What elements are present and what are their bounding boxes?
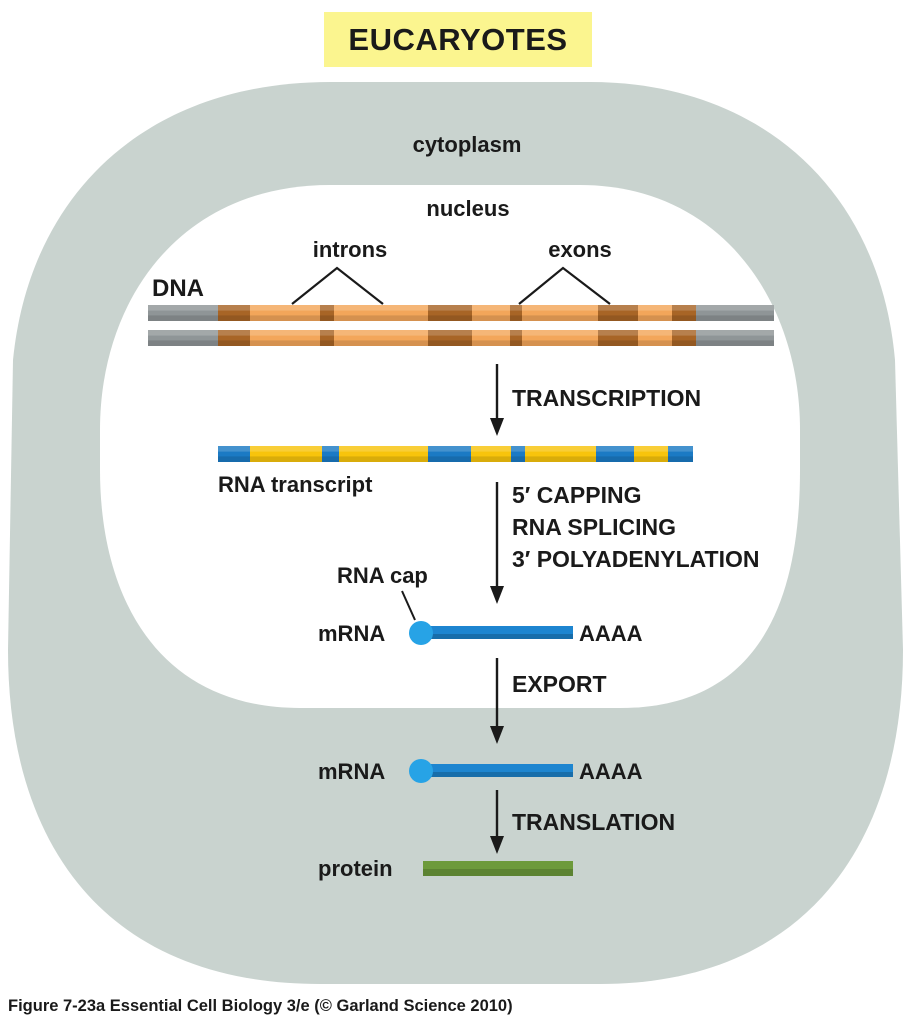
- dna-bottom-intron-segment: [638, 330, 672, 346]
- dna-bottom-exon-segment: [510, 330, 522, 346]
- rna-exon-segment: [511, 446, 525, 462]
- dna-top-flank-segment: [696, 305, 774, 321]
- dna-top-exon-segment: [320, 305, 334, 321]
- mrna-nuclear-label: mRNA: [318, 621, 385, 646]
- mrna-cytoplasm-cap: [409, 759, 433, 783]
- processing-step-capping: 5′ CAPPING: [512, 482, 642, 508]
- rna-shade: [218, 456, 693, 462]
- dna-bottom-intron-segment: [472, 330, 510, 346]
- dna-bottom-exon-segment: [218, 330, 250, 346]
- dna-bottom-exon-segment: [428, 330, 472, 346]
- dna-bottom-exon-segment: [320, 330, 334, 346]
- dna-top-exon-segment: [510, 305, 522, 321]
- dna-top-highlight: [148, 305, 774, 311]
- dna-bottom-highlight: [148, 330, 774, 336]
- dna-top-exon-segment: [598, 305, 638, 321]
- mrna-cytoplasm-label: mRNA: [318, 759, 385, 784]
- dna-top-intron-segment: [334, 305, 428, 321]
- introns-label: introns: [313, 237, 388, 262]
- rna-intron-segment: [525, 446, 596, 462]
- rna-cap-label: RNA cap: [337, 563, 428, 588]
- dna-top-intron-segment: [638, 305, 672, 321]
- mrna-cytoplasm-molecule: [409, 759, 573, 783]
- dna-label: DNA: [152, 275, 204, 302]
- rna-highlight: [218, 446, 693, 452]
- protein-bar-shade: [423, 869, 573, 876]
- mrna-cytoplasm-shade: [420, 772, 573, 777]
- exons-pointer-line: [518, 266, 611, 305]
- dna-bottom-exon-segment: [672, 330, 696, 346]
- rna-intron-segment: [339, 446, 428, 462]
- rna-transcript-strand: [218, 446, 693, 462]
- dna-strand-top: [148, 305, 774, 321]
- dna-top-flank-segment: [148, 305, 218, 321]
- dna-top-shade: [148, 315, 774, 321]
- dna-top-intron-segment: [472, 305, 510, 321]
- mrna-nuclear-molecule: [409, 621, 573, 645]
- translation-arrow-head: [490, 836, 504, 854]
- dna-bottom-flank-segment: [148, 330, 218, 346]
- dna-strand-bottom: [148, 330, 774, 346]
- dna-bottom-intron-segment: [250, 330, 320, 346]
- processing-arrow-head: [490, 586, 504, 604]
- protein-molecule: [423, 861, 573, 876]
- dna-top-exon-segment: [218, 305, 250, 321]
- mrna-nuclear-polya-tail: AAAA: [579, 621, 643, 646]
- diagram-title: EUCARYOTES: [348, 21, 568, 57]
- dna-bottom-flank-segment: [696, 330, 774, 346]
- dna-top-exon-segment: [428, 305, 472, 321]
- processing-step-polyadenylation: 3′ POLYADENYLATION: [512, 546, 760, 572]
- rna-intron-segment: [471, 446, 511, 462]
- rna-exon-segment: [218, 446, 250, 462]
- title-banner: EUCARYOTES: [324, 12, 592, 67]
- nucleus-label: nucleus: [426, 196, 509, 221]
- mrna-nuclear-shade: [420, 634, 573, 639]
- protein-bar: [423, 861, 573, 876]
- exons-label: exons: [548, 237, 612, 262]
- rna-intron-segment: [634, 446, 668, 462]
- export-arrow-head: [490, 726, 504, 744]
- transcription-arrow-head: [490, 418, 504, 436]
- dna-top-intron-segment: [250, 305, 320, 321]
- rna-exon-segment: [428, 446, 471, 462]
- export-label: EXPORT: [512, 671, 607, 697]
- rna-exon-segment: [596, 446, 634, 462]
- mrna-nuclear-cap: [409, 621, 433, 645]
- dna-top-intron-segment: [522, 305, 598, 321]
- rna-intron-segment: [250, 446, 322, 462]
- mrna-cytoplasm-body: [420, 764, 573, 777]
- figure-caption: Figure 7-23a Essential Cell Biology 3/e …: [8, 997, 513, 1015]
- protein-label: protein: [318, 856, 393, 881]
- mrna-cytoplasm-polya-tail: AAAA: [579, 759, 643, 784]
- rna-cap-pointer-line: [401, 590, 416, 621]
- rna-exon-segment: [668, 446, 693, 462]
- dna-bottom-intron-segment: [334, 330, 428, 346]
- mrna-nuclear-body: [420, 626, 573, 639]
- rna-transcript-label: RNA transcript: [218, 472, 373, 497]
- dna-bottom-intron-segment: [522, 330, 598, 346]
- dna-bottom-shade: [148, 340, 774, 346]
- processing-step-splicing: RNA SPLICING: [512, 514, 676, 540]
- cytoplasm-label: cytoplasm: [413, 132, 522, 157]
- translation-label: TRANSLATION: [512, 809, 675, 835]
- transcription-label: TRANSCRIPTION: [512, 385, 701, 411]
- dna-bottom-exon-segment: [598, 330, 638, 346]
- rna-exon-segment: [322, 446, 339, 462]
- introns-pointer-line: [291, 266, 384, 305]
- dna-top-exon-segment: [672, 305, 696, 321]
